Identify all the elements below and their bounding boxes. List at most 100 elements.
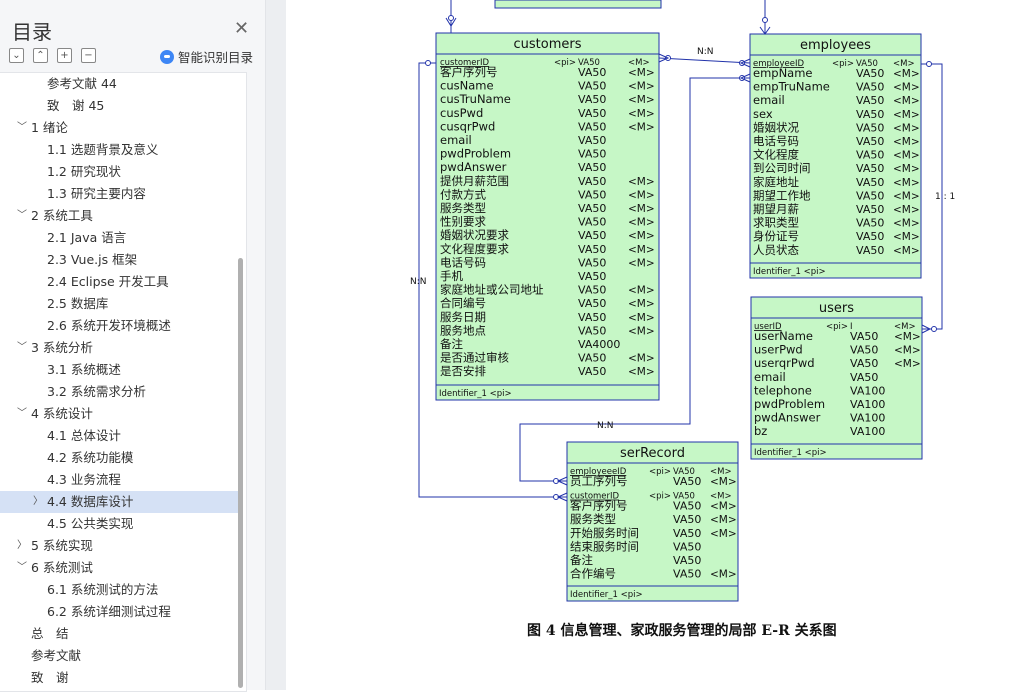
toc-item[interactable]: 参考文献 44	[0, 73, 240, 95]
toc-item[interactable]: 2.5 数据库	[0, 293, 240, 315]
toc-item[interactable]: 4.3 业务流程	[0, 469, 240, 491]
attribute-type: VA50	[856, 217, 884, 230]
attribute-mandatory: <M>	[628, 121, 655, 133]
attribute-type: VA50	[578, 256, 606, 269]
toc-item[interactable]: 4.1 总体设计	[0, 425, 240, 447]
toc-item[interactable]: 2.1 Java 语言	[0, 227, 240, 249]
attribute-name: customerID	[570, 492, 620, 502]
toc-item[interactable]: ﹀1 绪论	[0, 117, 240, 139]
relation-circle	[448, 15, 454, 21]
chevron-down-icon[interactable]: ﹀	[17, 562, 27, 573]
attribute-mandatory: <M>	[628, 217, 655, 229]
toc-item[interactable]: 参考文献	[0, 645, 240, 667]
toc-item-label: 1.3 研究主要内容	[47, 186, 146, 201]
attribute-mandatory: <M>	[710, 476, 737, 488]
crow-foot-icon	[556, 492, 568, 502]
attribute-type: VA50	[856, 176, 884, 189]
chevron-down-icon[interactable]: ﹀	[17, 210, 27, 221]
attribute-mandatory: <M>	[628, 203, 655, 215]
toc-item-label: 4.3 业务流程	[47, 472, 121, 487]
attribute-name: cusqrPwd	[440, 119, 495, 133]
attribute-name: 服务地点	[440, 323, 486, 337]
attribute-type: VA50	[856, 67, 884, 80]
attribute-name: empName	[753, 66, 813, 80]
toc-item[interactable]: 致 谢 45	[0, 95, 240, 117]
attribute-name: 性别要求	[440, 215, 486, 229]
chevron-down-icon[interactable]: ﹀	[17, 122, 27, 133]
attribute-name: cusPwd	[440, 106, 483, 120]
chevron-down-icon[interactable]: ﹀	[17, 342, 27, 353]
toc-item[interactable]: 1.1 选题背景及意义	[0, 139, 240, 161]
toc-item[interactable]: 致 谢	[0, 667, 240, 689]
attribute-name: 到公司时间	[753, 161, 811, 175]
attribute-name: employeeID	[753, 59, 804, 69]
attribute-name: 家庭地址	[753, 175, 799, 189]
toc-item[interactable]: 总 结	[0, 623, 240, 645]
attribute-key: <pi>	[649, 492, 671, 502]
attribute-name: 合作编号	[570, 567, 616, 581]
attribute-mandatory: <M>	[628, 366, 655, 378]
toc-item[interactable]: 3.1 系统概述	[0, 359, 240, 381]
attribute-mandatory: <M>	[893, 136, 920, 148]
attribute-mandatory: <M>	[710, 514, 737, 526]
attribute-type: VA50	[856, 94, 884, 107]
entity-box	[750, 296, 923, 460]
toc-title: 目录	[12, 20, 52, 44]
toc-item[interactable]: 2.3 Vue.js 框架	[0, 249, 240, 271]
expand-all-icon[interactable]: ⌃	[33, 48, 48, 63]
attribute-name: 备注	[570, 553, 593, 567]
attribute-name: email	[753, 93, 785, 107]
toc-item[interactable]: ﹀4 系统设计	[0, 403, 240, 425]
toc-item[interactable]: 〉5 系统实现	[0, 535, 240, 557]
toc-item-label: 2.6 系统开发环境概述	[47, 318, 171, 333]
attribute-type: VA50	[673, 540, 701, 553]
ai-recognize-toc-button[interactable]: 智能识别目录	[160, 47, 253, 66]
toc-item[interactable]: 6.1 系统测试的方法	[0, 579, 240, 601]
toc-item[interactable]: 〉4.4 数据库设计	[0, 491, 240, 513]
toc-item[interactable]: 6.2 系统详细测试过程	[0, 601, 240, 623]
attribute-key: <pi>	[554, 58, 576, 68]
add-icon[interactable]: +	[57, 48, 72, 63]
toc-item[interactable]: 2.6 系统开发环境概述	[0, 315, 240, 337]
relation-circle	[931, 326, 937, 332]
toc-item[interactable]: 2.4 Eclipse 开发工具	[0, 271, 240, 293]
attribute-type: VA50	[856, 162, 884, 175]
toc-item[interactable]: 1.2 研究现状	[0, 161, 240, 183]
toc-scrollbar-thumb[interactable]	[238, 258, 243, 688]
figure-caption: 图 4 信息管理、家政服务管理的局部 E-R 关系图	[527, 623, 837, 639]
collapse-all-icon[interactable]: ⌄	[9, 48, 24, 63]
attribute-name: 人员状态	[753, 243, 799, 257]
toc-item[interactable]: 3.2 系统需求分析	[0, 381, 240, 403]
attribute-mandatory: <M>	[710, 492, 732, 502]
toc-item[interactable]: 4.2 系统功能模	[0, 447, 240, 469]
toc-item[interactable]: 4.5 公共类实现	[0, 513, 240, 535]
attribute-type: VA50	[673, 527, 701, 540]
close-icon[interactable]: ✕	[234, 18, 250, 39]
remove-icon[interactable]: −	[81, 48, 96, 63]
attribute-type: VA100	[850, 425, 885, 438]
toc-item[interactable]: 1.3 研究主要内容	[0, 183, 240, 205]
attribute-mandatory: <M>	[628, 353, 655, 365]
attribute-name: empTruName	[753, 80, 830, 94]
attribute-key: <pi>	[826, 322, 848, 332]
attribute-name: 服务类型	[570, 512, 616, 526]
chevron-right-icon[interactable]: 〉	[17, 540, 27, 551]
chevron-right-icon[interactable]: 〉	[33, 496, 43, 507]
attribute-name: 文化程度要求	[440, 242, 509, 256]
attribute-type: VA50	[856, 135, 884, 148]
attribute-name: 家庭地址或公司地址	[440, 283, 544, 297]
attribute-name: email	[754, 370, 786, 384]
attribute-mandatory: <M>	[894, 322, 916, 332]
relation-label: N:N	[597, 421, 614, 431]
toc-item[interactable]: ﹀6 系统测试	[0, 557, 240, 579]
chevron-down-icon[interactable]: ﹀	[17, 408, 27, 419]
toc-item[interactable]: ﹀3 系统分析	[0, 337, 240, 359]
attribute-name: pwdProblem	[440, 147, 511, 161]
entity-identifier: Identifier_1 <pi>	[570, 590, 643, 600]
crow-foot-icon	[759, 26, 771, 35]
attribute-type: VA50	[673, 475, 701, 488]
attribute-name: pwdProblem	[754, 397, 825, 411]
toc-item[interactable]: ﹀2 系统工具	[0, 205, 240, 227]
toc-item-label: 4.2 系统功能模	[47, 450, 134, 465]
attribute-type: VA50	[578, 161, 606, 174]
